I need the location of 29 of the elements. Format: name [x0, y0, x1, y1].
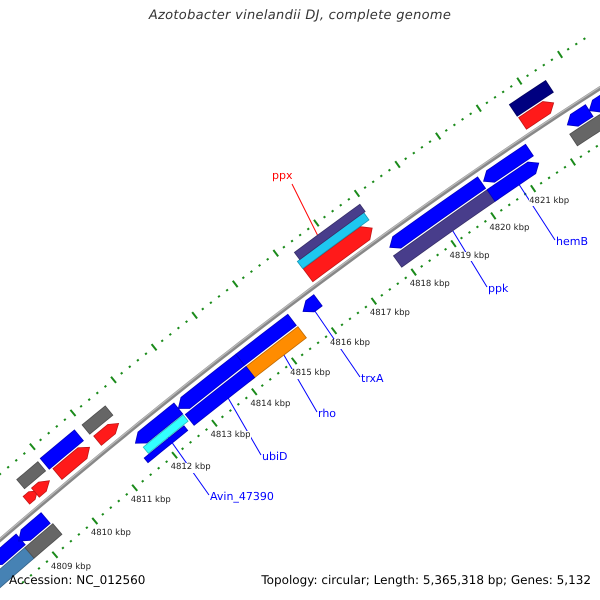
gene-bar	[294, 204, 366, 260]
scale-label: 4820 kbp	[489, 224, 530, 234]
gene-label: ppk	[488, 283, 508, 296]
leader-line	[292, 184, 318, 236]
footer-text: Topology: circular; Length: 5,365,318 bp; Genes: 5,132	[261, 574, 591, 588]
scale-label: 4816 kbp	[330, 338, 370, 349]
scale-label: 4819 kbp	[450, 252, 490, 262]
gene-label: rho	[318, 408, 336, 421]
scale-label: 4814 kbp	[250, 400, 290, 410]
gene-label: ppx	[272, 170, 292, 183]
leader-line	[518, 184, 556, 240]
title: Azotobacter vinelandii DJ, complete genome	[147, 9, 452, 24]
scale-label: 4812 kbp	[170, 463, 211, 473]
scale-label: 4817 kbp	[370, 309, 410, 319]
scale-label: 4813 kbp	[210, 431, 251, 441]
scale-label: 4811 kbp	[130, 496, 171, 506]
scale-label: 4821 kbp	[529, 196, 570, 206]
gene-bar	[302, 294, 323, 312]
gene-label: trxA	[361, 373, 384, 386]
leader-line	[228, 398, 262, 456]
gene-label: Avin_47390	[210, 491, 274, 504]
gene-bar	[142, 414, 189, 454]
gene-label: hemB	[556, 236, 588, 249]
scale-label: 4809 kbp	[50, 562, 91, 573]
scale-label: 4815 kbp	[290, 368, 330, 379]
scale-label: 4810 kbp	[90, 528, 131, 539]
footer-text: Accession: NC_012560	[9, 574, 146, 588]
scale-label: 4818 kbp	[410, 280, 450, 290]
gene-label: ubiD	[262, 451, 288, 464]
